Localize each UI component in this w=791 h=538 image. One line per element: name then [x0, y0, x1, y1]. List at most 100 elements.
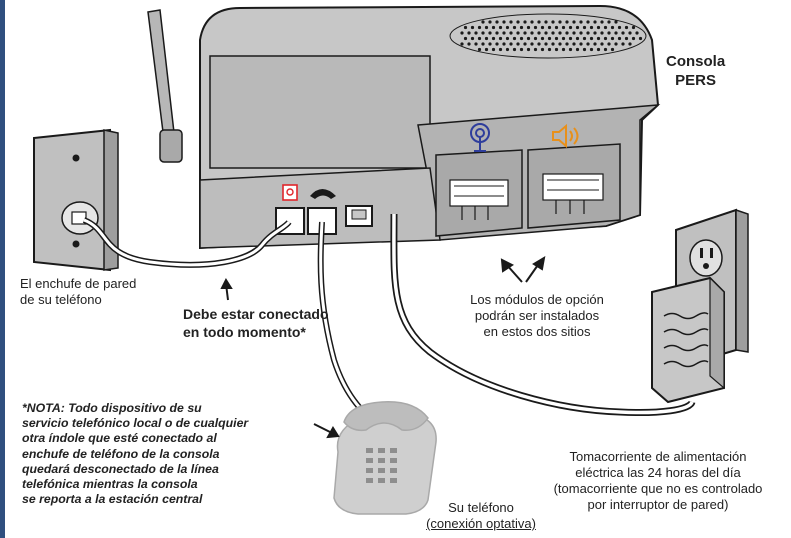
grille-dot — [593, 20, 597, 24]
grille-dot — [628, 42, 632, 46]
grille-dot — [477, 47, 482, 52]
console-title-line2: PERS — [675, 72, 717, 89]
wall-jack-label-line1: El enchufe de pared — [20, 276, 137, 291]
grille-dot — [596, 36, 601, 41]
note-line4: enchufe de teléfono de la consola — [22, 446, 220, 461]
grille-dot — [628, 31, 632, 35]
module-bay-right — [527, 143, 621, 229]
grille-dot — [495, 20, 499, 24]
grille-dot — [593, 42, 597, 46]
modules-line2: podrán ser instalados — [474, 308, 600, 323]
grille-dot — [635, 31, 639, 35]
speaker-grille — [449, 13, 647, 59]
grille-dot — [474, 42, 478, 46]
grille-dot — [600, 31, 604, 35]
grille-dot — [582, 36, 587, 41]
note-line5: quedará desconectado de la línea — [22, 461, 219, 476]
wall-jack-icon — [33, 128, 119, 272]
grille-dot — [589, 36, 594, 41]
grille-dot — [603, 36, 608, 41]
grille-dot — [579, 20, 583, 24]
telephone-icon — [333, 401, 437, 515]
grille-dot — [558, 42, 562, 46]
wall-jack-label: El enchufe de pared de su teléfono — [20, 276, 136, 308]
grille-dot — [586, 20, 590, 24]
grille-dot — [540, 25, 545, 30]
grille-dot — [607, 20, 611, 24]
grille-dot — [610, 25, 615, 30]
grille-dot — [561, 36, 566, 41]
grille-dot — [530, 20, 534, 24]
grille-dot — [516, 42, 520, 46]
grille-dot — [484, 36, 489, 41]
grille-dot — [481, 31, 485, 35]
modules-line1: Los módulos de opción — [470, 292, 604, 307]
grille-dot — [537, 42, 541, 46]
modules-line3: en estos dos sitios — [483, 324, 591, 339]
power-cord — [390, 213, 696, 416]
grille-dot — [544, 42, 548, 46]
grille-dot — [621, 42, 625, 46]
grille-dot — [509, 20, 513, 24]
phone-jack-icon — [282, 184, 298, 201]
outlet-line3: (tomacorriente que no es controlado — [553, 481, 763, 496]
grille-dot — [519, 25, 524, 30]
note-line3: otra índole que esté conectado al — [22, 431, 217, 446]
phone-line1: Su teléfono — [448, 500, 514, 515]
grille-dot — [509, 42, 513, 46]
outlet-line2: eléctrica las 24 horas del día — [575, 465, 741, 480]
grille-dot — [516, 20, 520, 24]
grille-dot — [467, 31, 471, 35]
grille-dot — [488, 42, 492, 46]
grille-dot — [551, 42, 555, 46]
grille-dot — [491, 36, 496, 41]
note-text: *NOTA: Todo dispositivo de su servicio t… — [22, 401, 314, 507]
grille-dot — [547, 47, 552, 52]
grille-dot — [505, 36, 510, 41]
grille-dot — [509, 31, 513, 35]
grille-dot — [621, 31, 625, 35]
grille-dot — [561, 25, 566, 30]
grille-dot — [596, 47, 601, 52]
grille-dot — [530, 42, 534, 46]
left-border — [0, 0, 5, 538]
grille-dot — [512, 47, 517, 52]
grille-dot — [467, 42, 471, 46]
phone-line2: (conexión optativa) — [426, 516, 536, 531]
grille-dot — [491, 25, 496, 30]
grille-dot — [586, 42, 590, 46]
grille-dot — [600, 42, 604, 46]
grille-dot — [558, 31, 562, 35]
console-title-line1: Consola — [666, 53, 726, 70]
grille-dot — [617, 25, 622, 30]
grille-dot — [554, 25, 559, 30]
power-adapter-icon — [651, 276, 725, 404]
grille-dot — [596, 25, 601, 30]
grille-dot — [512, 25, 517, 30]
grille-dot — [495, 42, 499, 46]
grille-dot — [579, 31, 583, 35]
grille-dot — [526, 36, 531, 41]
grille-dot — [477, 36, 482, 41]
grille-dot — [544, 20, 548, 24]
grille-dot — [512, 36, 517, 41]
grille-dot — [554, 36, 559, 41]
grille-dot — [572, 42, 576, 46]
grille-dot — [484, 47, 489, 52]
grille-dot — [575, 36, 580, 41]
grille-dot — [554, 47, 559, 52]
grille-dot — [544, 31, 548, 35]
grille-dot — [586, 31, 590, 35]
grille-dot — [470, 36, 475, 41]
phone-label: Su teléfono (conexión optativa) — [414, 500, 548, 532]
grille-dot — [572, 31, 576, 35]
grille-dot — [568, 47, 573, 52]
must-connect-line2: en todo momento* — [183, 324, 306, 340]
speaker-module-icon — [552, 123, 579, 149]
grille-dot — [523, 31, 527, 35]
module-bay-left — [435, 149, 523, 237]
radio-module-icon — [470, 123, 490, 152]
grille-dot — [631, 36, 636, 41]
